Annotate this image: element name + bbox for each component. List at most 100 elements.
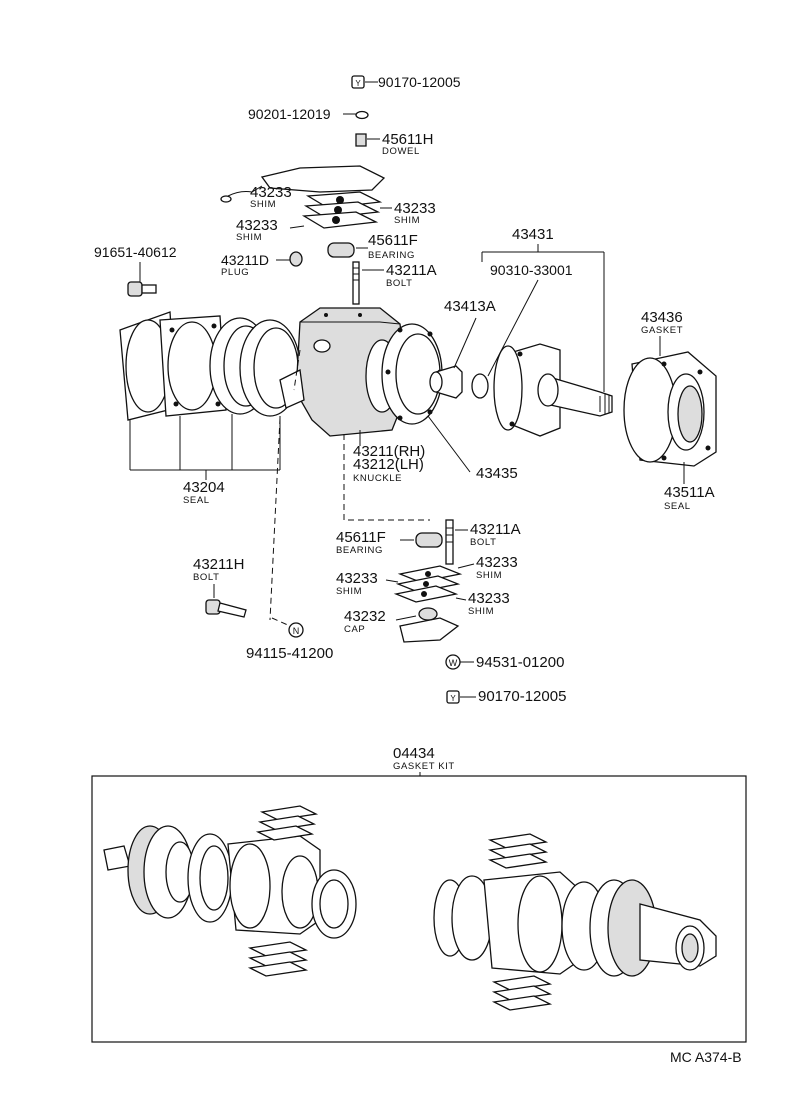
upper-bolt <box>352 261 360 305</box>
dowel-icon <box>355 133 367 147</box>
gasket-kit-box <box>91 775 747 1043</box>
nut-bottom-callout: Y 90170-12005 <box>446 688 566 705</box>
nut-icon-letter: Y <box>355 79 361 88</box>
part-number-bearing-race: 43413A <box>444 298 496 315</box>
part-name-shim-right-upper: SHIM <box>394 215 420 226</box>
part-number-nut-knuckle: 94115-41200 <box>246 645 333 662</box>
part-number-knuckle-lh: 43212(LH) <box>353 456 424 473</box>
dowel-callout: 45611H DOWEL <box>355 131 433 157</box>
bearing-lower-callout: 45611F BEARING <box>336 529 443 556</box>
bearing-race-callout: 43413A <box>444 298 496 369</box>
part-number-bolt-upper: 43211A <box>386 262 437 279</box>
nut-top-callout: Y 90170-12005 <box>351 74 461 90</box>
bush-ring <box>471 373 489 399</box>
bearing-race-part <box>429 365 489 399</box>
part-number-plug: 43211D <box>221 252 269 268</box>
shim-lower-right-1-callout: 43233 SHIM <box>457 554 518 581</box>
nut-knuckle-callout: N 94115-41200 <box>246 622 333 662</box>
part-name-shim-lower-right-2: SHIM <box>468 606 494 617</box>
shim-right-upper-callout: 43233 SHIM <box>380 200 436 226</box>
bolt-lower-callout: 43211A BOLT <box>445 519 521 565</box>
cap-part <box>399 617 460 643</box>
part-name-shim-lower-left: SHIM <box>336 586 362 597</box>
bearing-upper-callout: 45611F BEARING <box>327 232 418 261</box>
bolt-knuckle-callout: 43211H BOLT <box>193 556 247 618</box>
nut-n-letter: N <box>293 626 300 636</box>
gasket-kit-heading: 04434 GASKET KIT <box>393 745 455 776</box>
part-name-shim-lower-right-1: SHIM <box>476 570 502 581</box>
lower-bearing <box>415 532 443 548</box>
part-number-seal-left: 43204 <box>183 479 225 496</box>
left-seal-stack <box>119 311 301 421</box>
plug-icon <box>289 251 303 267</box>
shim-left-lower-callout: 43233 SHIM <box>236 217 305 243</box>
plug-callout: 43211D PLUG <box>221 251 303 278</box>
right-hub-part <box>623 351 717 467</box>
part-number-shim-lower-right-2: 43233 <box>468 590 510 607</box>
cap-callout: 43232 CAP <box>344 607 460 643</box>
part-name-shim-left-upper: SHIM <box>250 199 276 210</box>
shim-left-upper-callout: 43233 SHIM <box>250 184 292 210</box>
nut-n-icon <box>288 622 304 638</box>
upper-bearing <box>327 242 355 258</box>
upper-shim-stack <box>301 191 383 229</box>
nut-bottom-icon-letter: Y <box>450 694 456 703</box>
part-number-bolt-knuckle: 43211H <box>193 556 244 573</box>
part-number-knuckle-gasket: 43435 <box>476 465 518 482</box>
shim-lower-left-callout: 43233 SHIM <box>336 570 399 597</box>
nut-bottom-icon <box>446 690 460 704</box>
part-number-screw-left: 91651-40612 <box>94 244 177 260</box>
part-number-bolt-lower: 43211A <box>470 521 521 538</box>
screw-left-icon <box>127 281 143 297</box>
part-name-knuckle: KNUCKLE <box>353 473 402 484</box>
part-number-nut-bottom: 90170-12005 <box>478 688 566 705</box>
lower-shim-stack <box>393 565 463 603</box>
part-name-gasket-kit: GASKET KIT <box>393 761 455 772</box>
washer-icon <box>355 110 369 120</box>
knuckle-bolt-head <box>205 599 221 615</box>
part-number-shim-lower-right-1: 43233 <box>476 554 518 571</box>
gasket-kit-right-assembly <box>433 833 717 1011</box>
part-number-bearing-lower: 45611F <box>336 529 386 546</box>
figure-code: MC A374-B <box>670 1049 742 1065</box>
knuckle-gasket-ring <box>381 323 443 425</box>
shim-lower-right-2-callout: 43233 SHIM <box>455 590 510 617</box>
washer-w-letter: W <box>449 658 458 668</box>
knuckle-callout: 43211(RH) 43212(LH) KNUCKLE <box>353 430 425 484</box>
part-number-gasket: 43436 <box>641 309 683 326</box>
part-name-bolt-lower: BOLT <box>470 537 497 548</box>
part-number-nut-top: 90170-12005 <box>378 74 461 90</box>
part-number-shim-right-upper: 43233 <box>394 200 436 217</box>
part-number-cap: 43232 <box>344 608 386 625</box>
part-number-shim-left-upper: 43233 <box>250 184 292 201</box>
washer-bottom-callout: W 94531-01200 <box>445 654 564 671</box>
screw-left-callout: 91651-40612 <box>94 244 177 297</box>
seal-left-bracket: 43204 SEAL <box>129 414 281 506</box>
part-number-seal-right: 43511A <box>664 484 715 501</box>
part-name-gasket: GASKET <box>641 325 683 336</box>
part-number-knuckle-rh: 43211(RH) <box>353 443 425 460</box>
part-number-dowel: 45611H <box>382 131 433 148</box>
part-number-bush: 90310-33001 <box>490 262 573 278</box>
spindle-callout: 43431 90310-33001 <box>481 226 605 392</box>
part-name-seal-right: SEAL <box>664 501 691 512</box>
part-name-bolt-knuckle: BOLT <box>193 572 220 583</box>
knuckle-gasket-callout: 43435 <box>427 415 518 482</box>
part-name-bolt-upper: BOLT <box>386 278 413 289</box>
part-number-washer-bottom: 94531-01200 <box>476 654 564 671</box>
part-number-gasket-kit: 04434 <box>393 745 435 762</box>
part-name-seal-left: SEAL <box>183 495 210 506</box>
washer-top-callout: 90201-12019 <box>248 106 369 122</box>
bolt-upper-callout: 43211A BOLT <box>352 261 437 305</box>
part-number-bearing-upper: 45611F <box>368 232 418 249</box>
seal-right-callout: 43511A SEAL <box>664 462 715 512</box>
part-name-bearing-upper: BEARING <box>368 250 415 261</box>
upper-cap-plate <box>260 165 386 193</box>
part-name-cap: CAP <box>344 624 365 635</box>
gasket-kit-left-assembly <box>103 805 357 977</box>
part-number-washer-top: 90201-12019 <box>248 106 331 122</box>
part-number-spindle: 43431 <box>512 226 554 243</box>
part-name-dowel: DOWEL <box>382 146 420 157</box>
spindle-part <box>493 343 613 437</box>
